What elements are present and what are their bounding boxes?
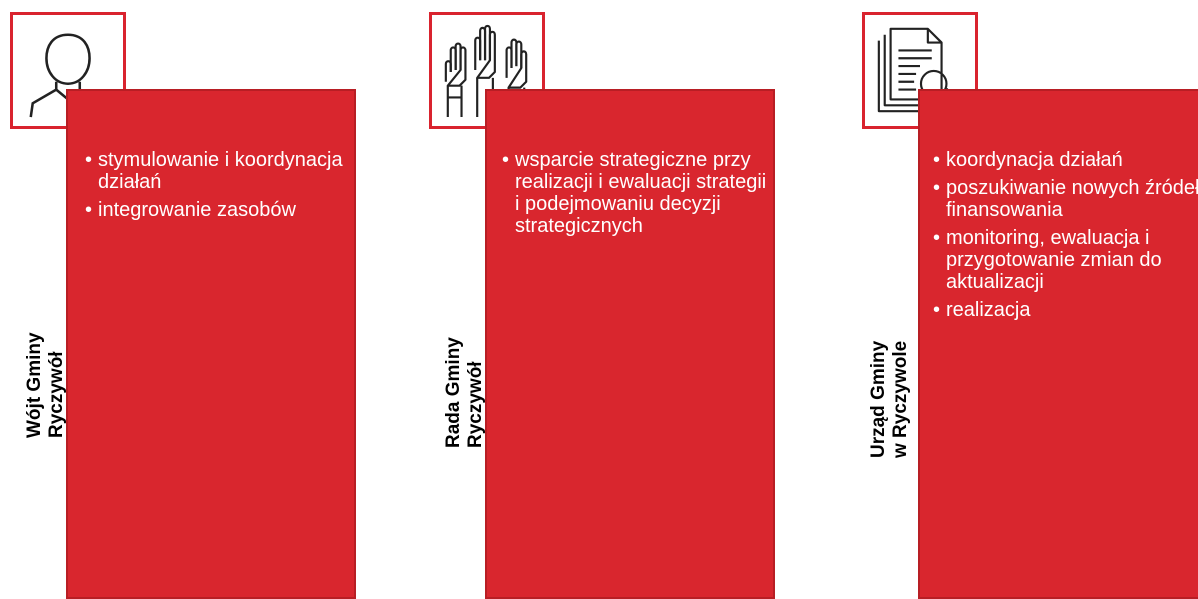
bullet-list: wsparcie strategiczne przy realizacji i … (502, 149, 767, 243)
bullet-list: koordynacja działań poszukiwanie nowych … (933, 149, 1198, 327)
bullet-item: integrowanie zasobów (85, 199, 355, 221)
panel-title-line: Ryczywół (46, 351, 67, 438)
document-magnifier-icon (877, 27, 965, 113)
raised-hands-icon (444, 24, 528, 118)
panel-title: Urząd Gminy w Ryczywole (868, 341, 912, 458)
bullet-item: poszukiwanie nowych źródeł finansowania (933, 177, 1198, 221)
panel-title-line: Wójt Gminy (24, 332, 45, 438)
bullet-item: stymulowanie i koordynacja działań (85, 149, 355, 193)
panel-title-line: w Ryczywole (890, 340, 911, 458)
bullet-list: stymulowanie i koordynacja działań integ… (85, 149, 355, 227)
bullet-item: monitoring, ewaluacja i przygotowanie zm… (933, 227, 1198, 293)
panel-title-line: Rada Gminy (443, 337, 464, 448)
panel-wojt: Wójt Gminy Ryczywół stymulowanie i koord… (10, 0, 370, 599)
panel-title: Rada Gminy Ryczywół (443, 337, 487, 448)
bullet-item: wsparcie strategiczne przy realizacji i … (502, 149, 767, 237)
bullet-item: realizacja (933, 299, 1198, 321)
panel-urzad: Urząd Gminy w Ryczywole koordynacja dzia… (862, 0, 1198, 599)
panel-title-line: Urząd Gminy (868, 340, 889, 458)
panel-title: Wójt Gminy Ryczywół (24, 332, 68, 438)
panel-rada: Rada Gminy Ryczywół wsparcie strategiczn… (429, 0, 789, 599)
bullet-item: koordynacja działań (933, 149, 1198, 171)
panel-title-line: Ryczywół (465, 361, 486, 448)
panel-body (918, 89, 1198, 599)
